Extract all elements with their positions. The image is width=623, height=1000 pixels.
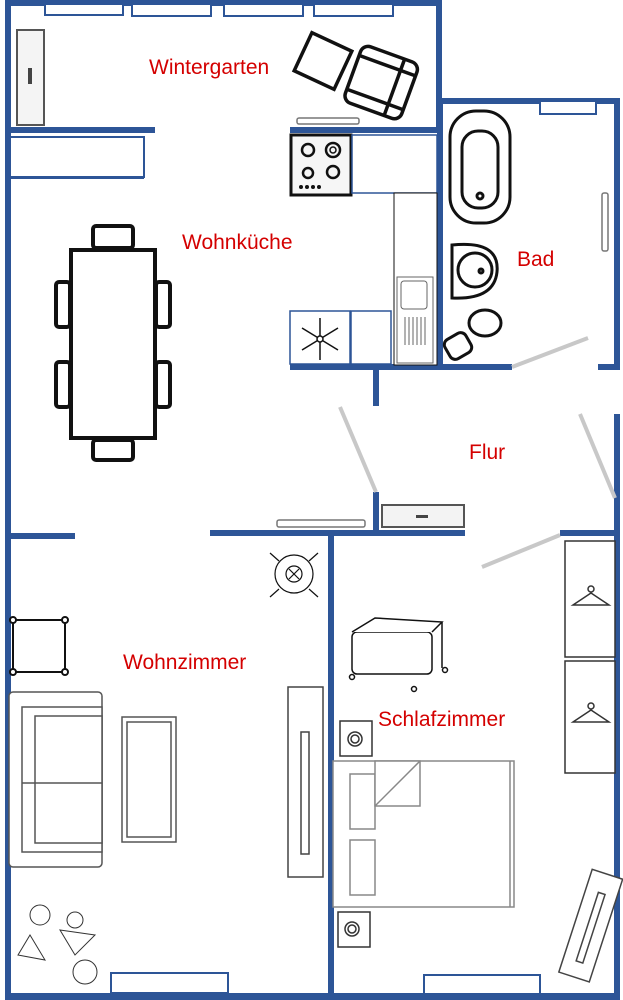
- stove-oven: [269, 552, 319, 598]
- wardrobe: [564, 540, 616, 774]
- toilet: [442, 308, 503, 361]
- washbasin: [450, 242, 499, 300]
- room-label-wohnkueche: Wohnküche: [182, 231, 293, 254]
- plants: [17, 904, 98, 985]
- room-label-wintergarten: Wintergarten: [149, 56, 270, 79]
- baby-cot: [348, 617, 449, 693]
- stove: [289, 133, 353, 197]
- room-label-flur: Flur: [469, 441, 506, 464]
- bathtub: [448, 109, 512, 225]
- kitchen-counter: [351, 134, 438, 194]
- nightstand: [337, 911, 371, 948]
- double-bed: [332, 760, 515, 908]
- doors: [338, 336, 617, 569]
- room-label-wohnzimmer: Wohnzimmer: [123, 651, 247, 674]
- radiator: [601, 192, 609, 252]
- sofa-chair: [343, 44, 420, 121]
- room-label-schlafzimmer: Schlafzimmer: [378, 708, 506, 731]
- coffee-table: [121, 716, 177, 843]
- side-table: [9, 616, 69, 676]
- dining-table: [54, 224, 172, 462]
- tv-board: [287, 686, 324, 878]
- hanger-icon: [570, 585, 612, 606]
- hanger-icon: [570, 702, 612, 723]
- windows: [9, 3, 597, 995]
- snowflake-icon: [301, 318, 339, 360]
- tall-cabinet: [16, 29, 45, 126]
- kitchen-counter-side: [393, 192, 438, 366]
- sofa: [8, 691, 103, 868]
- sink: [396, 276, 434, 364]
- fridge: [289, 310, 392, 365]
- room-label-bad: Bad: [517, 248, 555, 271]
- shoe-cabinet: [381, 504, 465, 528]
- tv-board: [557, 868, 623, 983]
- radiator: [276, 519, 366, 528]
- nightstand: [339, 720, 373, 757]
- radiator: [296, 117, 360, 125]
- armchair: [291, 30, 355, 92]
